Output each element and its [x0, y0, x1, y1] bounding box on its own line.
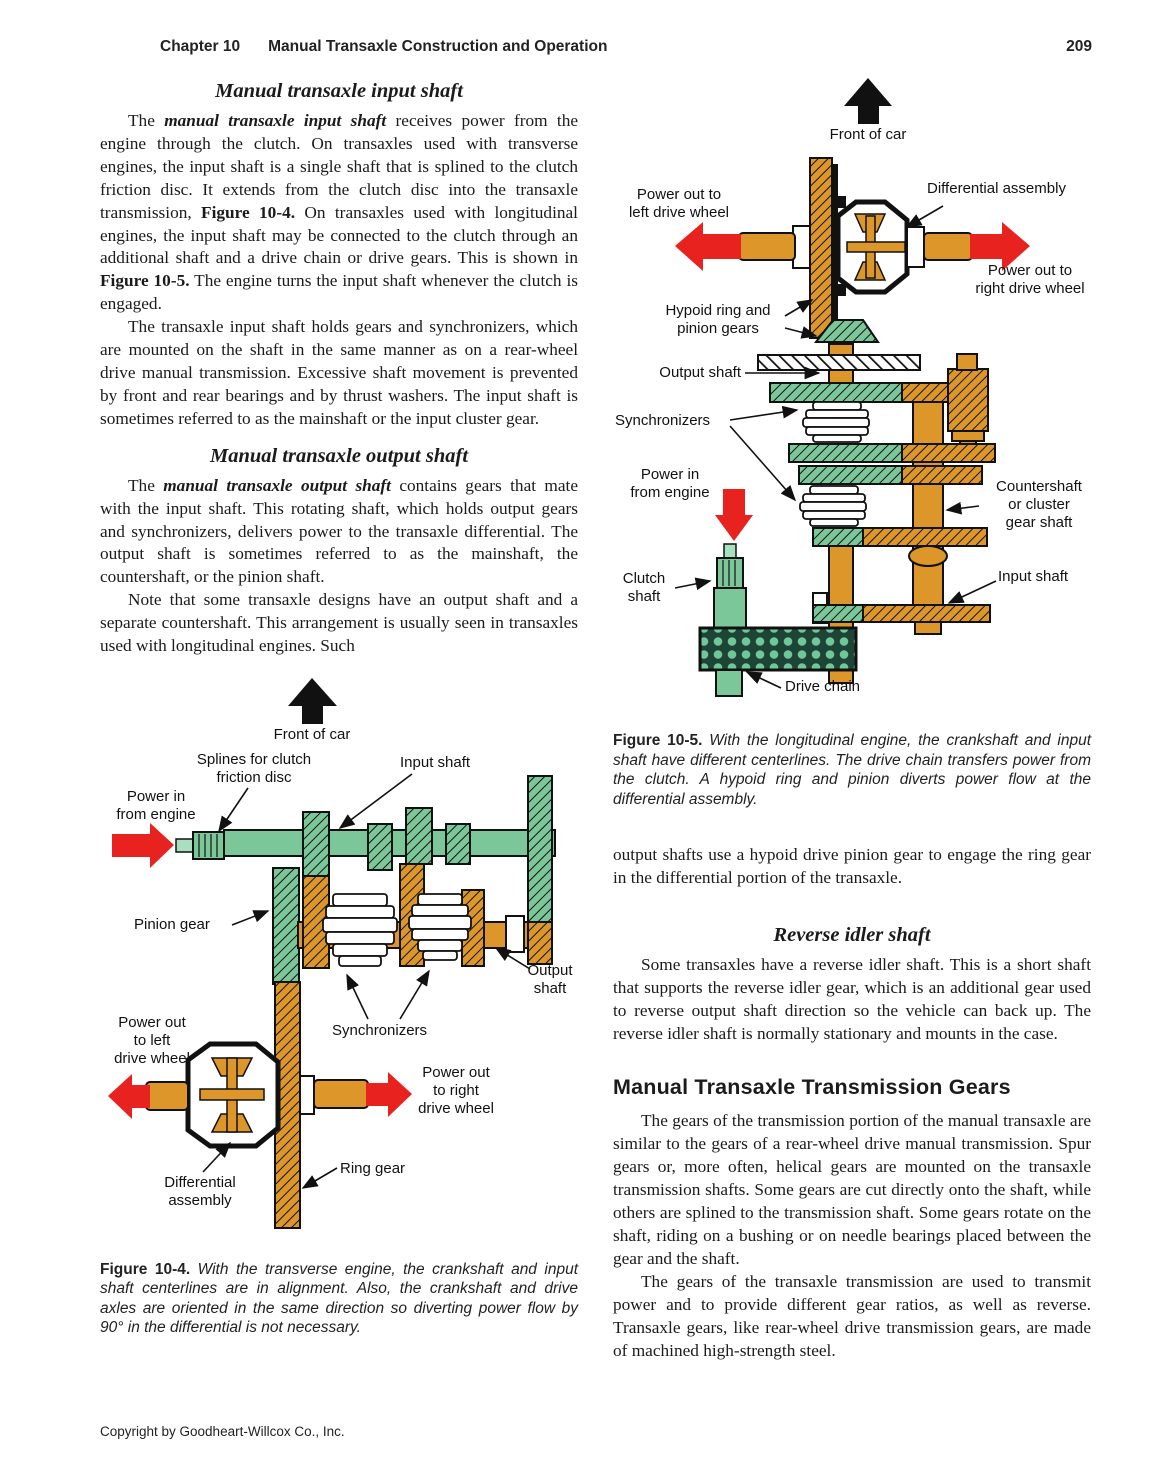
left-column: Manual transaxle input shaft The manual …	[100, 76, 578, 1338]
fig5-label-hypoid: Hypoid ring and pinion gears	[665, 302, 771, 337]
fig4-label-power-out-left: Power out to left drive wheel	[114, 1013, 190, 1067]
right-axle	[313, 1078, 369, 1109]
figure-10-5-diagram	[674, 78, 1030, 697]
fig5-label-drive-chain: Drive chain	[785, 678, 861, 695]
figure-10-4: Front of car Splines for clutch friction…	[100, 676, 600, 1246]
differential-assembly-graphic	[835, 199, 910, 295]
keyterm-output-shaft: manual transaxle output shaft	[163, 475, 391, 495]
fig4-label-input-shaft: Input shaft	[400, 753, 471, 771]
input-shaft-gears-graphic	[302, 806, 471, 877]
caption-text: With the transverse engine, the cranksha…	[100, 1260, 579, 1337]
fig4-label-power-in: Power in from engine	[116, 787, 196, 823]
clutch-shaft-nut	[715, 669, 743, 697]
text-run: The engine turns the input shaft wheneve…	[100, 271, 578, 314]
fig5-label-countershaft: Countershaft or cluster gear shaft	[996, 478, 1082, 531]
synchronizer-2-graphic	[799, 485, 867, 527]
page-header: Chapter 10 Manual Transaxle Construction …	[100, 38, 1092, 56]
figure-ref-10-5: Figure 10-5.	[100, 271, 190, 291]
heading-reverse-idler-shaft: Reverse idler shaft	[773, 923, 931, 946]
red-arrow-left-icon	[108, 1073, 150, 1119]
page-number: 209	[1066, 38, 1092, 55]
input-shaft-graphic	[175, 828, 556, 860]
countershaft-graphic	[908, 387, 948, 635]
caption-label: Figure 10-5.	[613, 732, 703, 749]
figure-10-5-caption: Figure 10-5. With the longitudinal engin…	[613, 731, 1091, 809]
fig4-label-differential: Differential assembly	[164, 1173, 236, 1209]
fig4-label-pinion-gear: Pinion gear	[134, 915, 210, 933]
text-run: receives power from the engine through t…	[100, 111, 579, 222]
synchronizer-1-graphic	[322, 893, 398, 967]
hypoid-pinion-gear-graphic	[813, 319, 880, 343]
paragraph-output-shaft-continued: output shafts use a hypoid drive pinion …	[613, 845, 1091, 887]
text-run: contains gears that mate with the input …	[100, 475, 578, 587]
keyterm-input-shaft: manual transaxle input shaft	[164, 111, 387, 130]
fig5-label-differential: Differential assembly	[927, 180, 1066, 197]
front-of-car-arrow-icon	[844, 78, 892, 124]
chapter-title: Manual Transaxle Construction and Operat…	[268, 38, 608, 55]
paragraph-output-shaft-2: Note that some transaxle designs have an…	[100, 590, 578, 656]
figure-10-4-caption: Figure 10-4. With the transverse engine,…	[100, 1260, 578, 1338]
output-gear-bar	[757, 354, 921, 371]
fig4-label-splines: Splines for clutch friction disc	[196, 750, 312, 786]
red-arrow-down-icon	[715, 489, 753, 541]
leader-lines	[674, 205, 997, 689]
red-arrow-left-icon	[675, 222, 741, 271]
fig4-label-power-out-right: Power out to right drive wheel	[418, 1063, 494, 1117]
figure-ref-10-4: Figure 10-4.	[201, 202, 296, 222]
red-arrow-right-icon	[970, 222, 1030, 271]
fig4-label-output-shaft: Output shaft	[527, 961, 573, 997]
caption-text: With the longitudinal engine, the cranks…	[613, 732, 1092, 808]
left-axle	[738, 232, 796, 261]
running-head: Chapter 10 Manual Transaxle Construction …	[100, 38, 607, 56]
gear-stack-graphic	[769, 353, 996, 623]
heading-manual-transaxle-output-shaft: Manual transaxle output shaft	[209, 444, 469, 467]
paragraph-reverse-idler: Some transaxles have a reverse idler sha…	[613, 954, 1091, 1043]
copyright-footer: Copyright by Goodheart-Willcox Co., Inc.	[100, 1424, 345, 1439]
text-run: The	[128, 475, 164, 495]
ring-gear-graphic	[809, 157, 846, 339]
red-arrow-right-icon	[366, 1071, 412, 1117]
front-of-car-arrow-icon	[288, 677, 337, 724]
right-axle-collar	[906, 226, 925, 268]
fig4-label-front-of-car: Front of car	[273, 725, 351, 743]
paragraph-input-shaft-1: The manual transaxle input shaft receive…	[100, 110, 578, 316]
heading-manual-transaxle-input-shaft: Manual transaxle input shaft	[215, 80, 463, 102]
right-column: Front of car Power out to left drive whe…	[613, 76, 1091, 1362]
paragraph-transmission-gears-1: The gears of the transmission portion of…	[613, 1111, 1091, 1268]
fig4-label-synchronizers: Synchronizers	[332, 1021, 428, 1039]
paragraph-transmission-gears-2: The gears of the transaxle transmission …	[613, 1271, 1091, 1360]
fig5-label-clutch-shaft: Clutch shaft	[622, 570, 666, 605]
text-run: The	[128, 111, 165, 130]
figure-10-5: Front of car Power out to left drive whe…	[613, 76, 1123, 716]
differential-assembly-graphic	[185, 1041, 281, 1149]
right-axle	[923, 232, 973, 261]
heading-manual-transaxle-transmission-gears: Manual Transaxle Transmission Gears	[613, 1075, 1011, 1100]
paragraph-output-shaft-1: The manual transaxle output shaft contai…	[100, 475, 578, 590]
leader-lines	[202, 773, 531, 1189]
fig5-label-power-out-left: Power out to left drive wheel	[628, 186, 730, 221]
synchronizer-2-graphic	[408, 893, 472, 961]
left-axle	[145, 1080, 189, 1111]
red-arrow-power-in-icon	[112, 822, 174, 868]
caption-label: Figure 10-4.	[100, 1260, 191, 1278]
synchronizer-1-graphic	[802, 401, 870, 443]
text-run: On transaxles used with longitudinal eng…	[100, 202, 578, 268]
axle-collar	[299, 1074, 315, 1115]
chapter-label: Chapter 10	[160, 38, 241, 55]
fig5-label-front-of-car: Front of car	[829, 126, 907, 143]
fig4-label-ring-gear: Ring gear	[340, 1159, 406, 1177]
figure-10-4-diagram	[108, 677, 556, 1229]
paragraph-input-shaft-2: The transaxle input shaft holds gears an…	[100, 317, 578, 428]
fig5-label-input-shaft: Input shaft	[998, 568, 1069, 585]
pinion-gear-graphic	[272, 866, 300, 985]
drive-chain-graphic	[698, 626, 858, 672]
fig5-label-power-in: Power in from engine	[630, 466, 710, 501]
fig5-label-power-out-right: Power out to right drive wheel	[975, 262, 1085, 297]
fig5-label-synchronizers: Synchronizers	[615, 412, 711, 429]
fig5-label-output-shaft: Output shaft	[659, 364, 741, 381]
